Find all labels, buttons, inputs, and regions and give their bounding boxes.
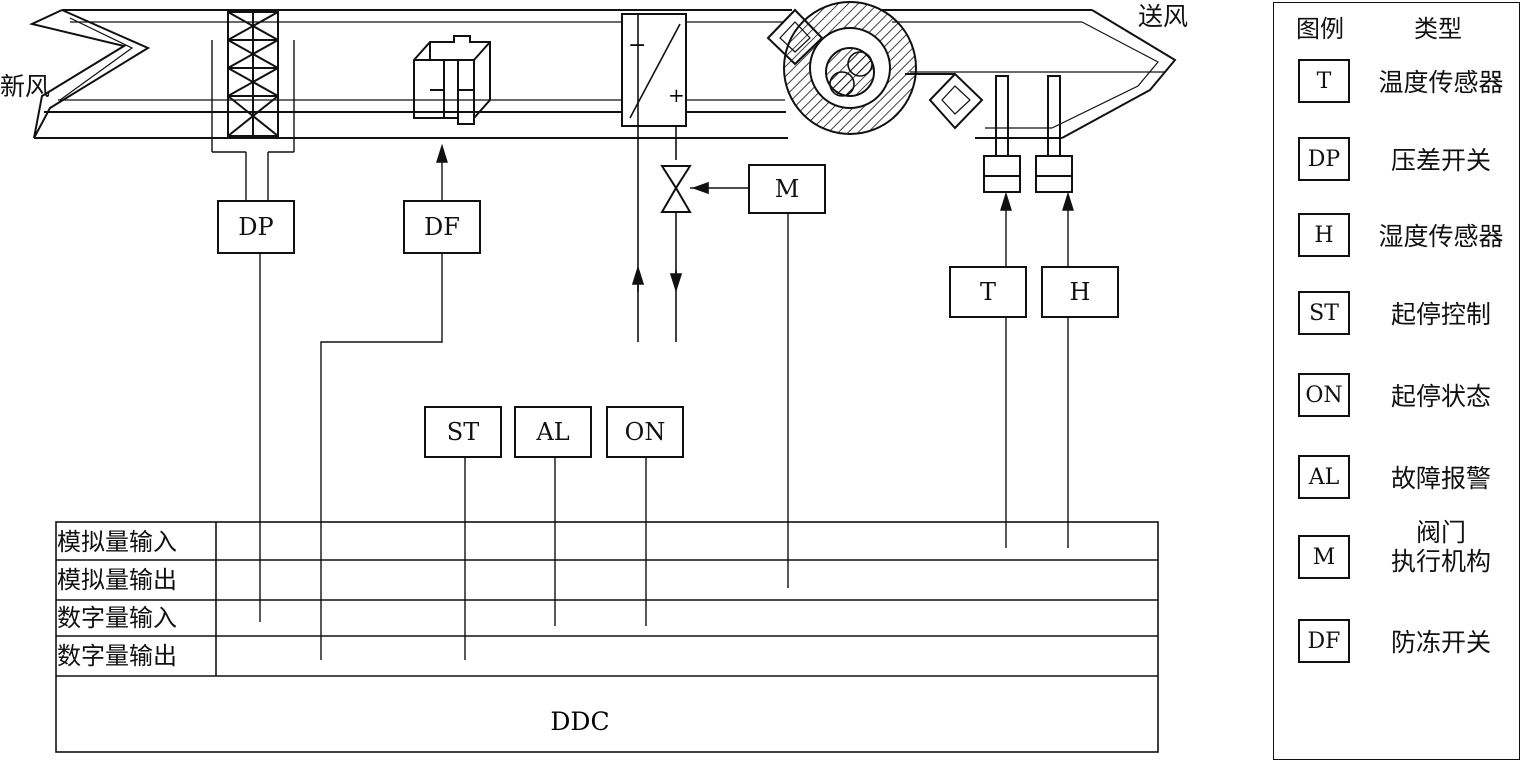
df-box: DF [403, 200, 481, 254]
legend-text-m: 阀门 执行机构 [1390, 518, 1491, 576]
antifreeze-element-icon [413, 35, 491, 125]
temperature-sensor-box: T [949, 266, 1027, 318]
supply-air-label: 送风 [1138, 2, 1189, 31]
legend-code-on: ON [1298, 373, 1350, 417]
ddc-row-digital-output: 数字量输出 [57, 642, 177, 670]
legend-text-t: 温度传感器 [1378, 68, 1504, 97]
pipe-lines [631, 181, 709, 342]
legend-panel: 图例 类型 T 温度传感器 DP 压差开关 H 湿度传感器 ST 起停控制 ON… [1273, 2, 1520, 760]
filter-icon [211, 11, 295, 200]
legend-code-al: AL [1298, 455, 1350, 499]
valve-actuator-box: M [748, 164, 826, 214]
signal-lines [259, 143, 1074, 660]
ddc-row-digital-input: 数字量输入 [57, 604, 177, 632]
legend-code-m: M [1298, 535, 1350, 579]
humidity-sensor-box: H [1041, 266, 1119, 318]
ddc-row-analog-output: 模拟量输出 [57, 566, 177, 594]
alarm-box: AL [514, 406, 592, 458]
legend-text-df: 防冻开关 [1390, 628, 1491, 657]
legend-text-st: 起停控制 [1390, 300, 1491, 329]
legend-code-t: T [1298, 59, 1350, 103]
dp-box: DP [217, 200, 295, 254]
coil-plus-symbol: + [668, 83, 685, 107]
legend-header-symbol: 图例 [1296, 15, 1344, 43]
fresh-air-label: 新风 [0, 72, 51, 101]
legend-text-al: 故障报警 [1390, 464, 1491, 493]
legend-code-st: ST [1298, 291, 1350, 335]
start-stop-box: ST [424, 406, 502, 458]
on-status-box: ON [606, 406, 684, 458]
legend-text-h: 湿度传感器 [1378, 222, 1504, 251]
legend-text-on: 起停状态 [1390, 382, 1491, 411]
legend-header-type: 类型 [1414, 15, 1462, 43]
heating-coil-icon [621, 13, 687, 292]
legend-code-df: DF [1298, 619, 1350, 663]
duct-sensors [983, 75, 1073, 193]
ddc-row-analog-input: 模拟量输入 [57, 528, 177, 556]
air-duct [28, 1, 1177, 139]
coil-minus-symbol: − [628, 33, 646, 58]
legend-text-dp: 压差开关 [1390, 146, 1491, 175]
ddc-title: DDC [550, 707, 609, 736]
ddc-panel [55, 521, 1159, 753]
legend-code-h: H [1298, 213, 1350, 257]
legend-code-dp: DP [1298, 137, 1350, 181]
